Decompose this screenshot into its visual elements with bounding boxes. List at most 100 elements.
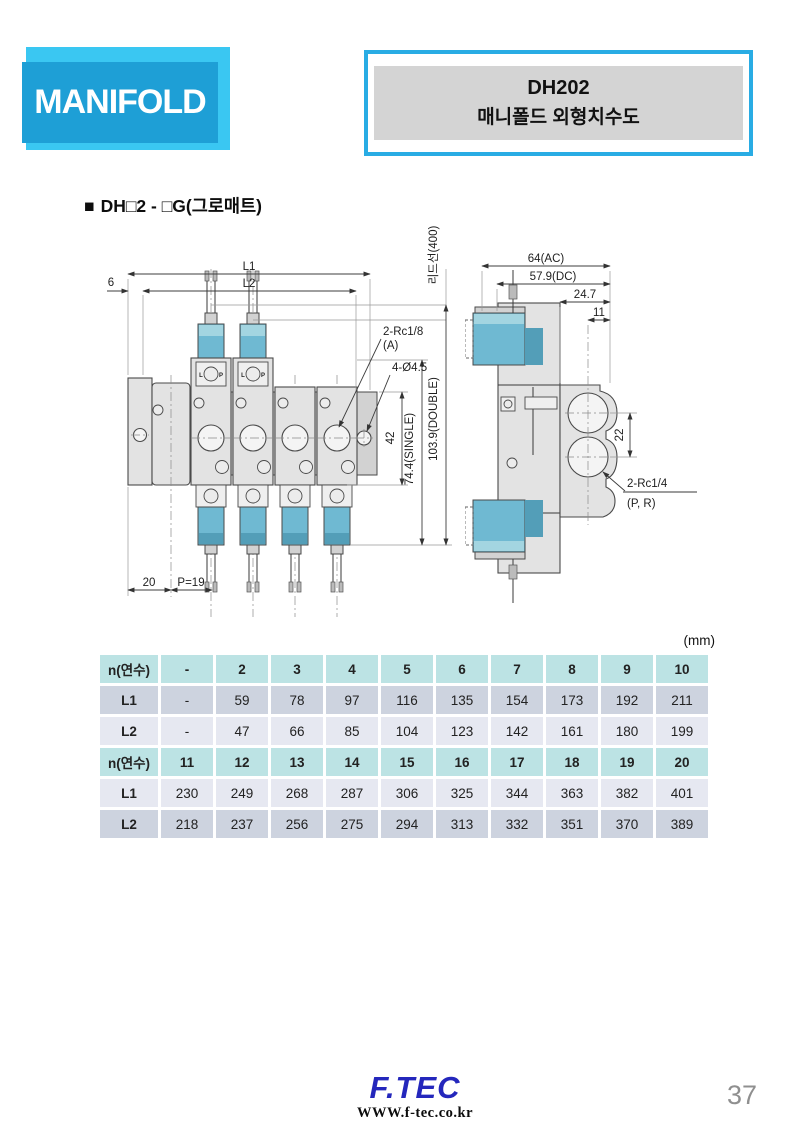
technical-drawing: L P [90,225,750,633]
table-cell: - [161,717,213,745]
table-cell: 6 [436,655,488,683]
table-cell: 199 [656,717,708,745]
table-cell: 59 [216,686,268,714]
dim-l2-label: L2 [243,278,256,290]
dim-22-label: 22 [614,429,626,442]
table-cell: 12 [216,748,268,776]
table-cell: 294 [381,810,433,838]
pr-port-label: (P, R) [627,498,656,510]
section-title-text: DH□2 - □G(그로매트) [100,196,262,216]
side-view-drawing: 64(AC) 57.9(DC) 24.7 11 22 2-Rc1/4 (P, R… [465,253,697,603]
table-cell: 154 [491,686,543,714]
mounting-hole-label: 4-Ø4.5 [392,362,427,374]
table-cell: 389 [656,810,708,838]
table-cell: 47 [216,717,268,745]
table-cell: 230 [161,779,213,807]
port-letter-p: P [219,373,223,379]
table-cell: 275 [326,810,378,838]
dim-6-label: 6 [108,277,114,289]
row-label: n(연수) [100,748,158,776]
table-cell: 10 [656,655,708,683]
row-label: L2 [100,810,158,838]
dim-pitch-label: P=19 [177,577,204,589]
row-label: L1 [100,779,158,807]
dim-ac-label: 64(AC) [528,253,565,265]
table-cell: 85 [326,717,378,745]
table-cell: 173 [546,686,598,714]
row-label: n(연수) [100,655,158,683]
table-cell: 351 [546,810,598,838]
row-label: L1 [100,686,158,714]
table-cell: 19 [601,748,653,776]
port-a-thread-label: 2-Rc1/8 [383,326,423,338]
table-cell: 14 [326,748,378,776]
table-cell: 332 [491,810,543,838]
table-cell: 2 [216,655,268,683]
table-cell: 20 [656,748,708,776]
company-logo: F.TEC WWW.f-tec.co.kr [348,1070,482,1122]
dim-42-label: 42 [385,432,397,445]
lead-wire-label: 리드선(400) [427,226,440,285]
table-cell: 382 [601,779,653,807]
valve-station-single [274,375,316,617]
valve-station-double: L P [190,269,232,617]
table-cell: 256 [271,810,323,838]
dim-double-label: 103.9(DOUBLE) [428,377,440,461]
front-view-drawing: L P [107,226,452,618]
table-cell: 66 [271,717,323,745]
table-cell: 104 [381,717,433,745]
table-cell: 15 [381,748,433,776]
pr-thread-label: 2-Rc1/4 [627,478,668,490]
table-cell: 18 [546,748,598,776]
table-cell: 142 [491,717,543,745]
table-cell: 8 [546,655,598,683]
model-subtitle: 매니폴드 외형치수도 [477,107,640,128]
table-cell: 16 [436,748,488,776]
table-cell: - [161,655,213,683]
table-cell: 313 [436,810,488,838]
logo-text: F.TEC [369,1070,461,1105]
solenoid-connector [204,312,218,325]
table-cell: 401 [656,779,708,807]
port-letter-l: L [199,373,203,379]
logo-url: WWW.f-tec.co.kr [356,1104,474,1121]
row-label: L2 [100,717,158,745]
table-cell: 7 [491,655,543,683]
model-title-box: DH202 매니폴드 외형치수도 [364,50,753,156]
table-cell: 135 [436,686,488,714]
table-cell: 3 [271,655,323,683]
table-cell: 363 [546,779,598,807]
table-cell: 11 [161,748,213,776]
unit-label: (mm) [683,633,715,648]
table-cell: 237 [216,810,268,838]
badge-box: MANIFOLD [22,62,218,143]
table-cell: 249 [216,779,268,807]
table-cell: 17 [491,748,543,776]
model-number: DH202 [527,77,590,99]
table-cell: 4 [326,655,378,683]
table-cell: 97 [326,686,378,714]
dim-20-label: 20 [143,577,156,589]
table-cell: 344 [491,779,543,807]
table-cell: 161 [546,717,598,745]
table-cell: 218 [161,810,213,838]
table-cell: 287 [326,779,378,807]
page-number: 37 [726,1080,758,1110]
table-cell: 211 [656,686,708,714]
section-title: ■DH□2 - □G(그로매트) [84,193,262,218]
table-cell: 78 [271,686,323,714]
port-a-label: (A) [383,340,399,352]
dim-11-label: 11 [593,307,605,319]
title-band: DH202 매니폴드 외형치수도 [374,66,743,140]
table-cell: 268 [271,779,323,807]
table-cell: 192 [601,686,653,714]
dim-l1-label: L1 [243,261,256,273]
table-cell: 13 [271,748,323,776]
table-cell: - [161,686,213,714]
